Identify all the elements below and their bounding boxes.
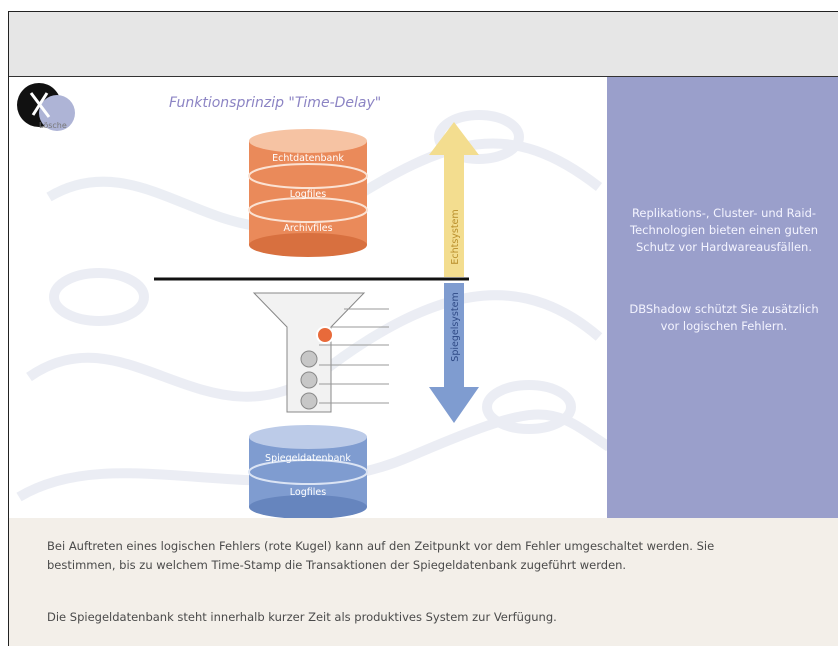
mirror-db-label-2: Logfiles: [290, 487, 326, 498]
logo-text: Lösche: [39, 121, 67, 130]
arrow-down-label: Spiegelsystem: [450, 292, 461, 361]
caption-area: Bei Auftreten eines logischen Fehlers (r…: [9, 518, 838, 646]
caption-paragraph-2: Die Spiegeldatenbank steht innerhalb kur…: [47, 610, 557, 624]
logo: [17, 83, 75, 131]
caption-paragraph-1: Bei Auftreten eines logischen Fehlers (r…: [47, 539, 715, 572]
diagram-canvas: Echtdatenbank Logfiles Archivfiles Echts…: [16, 83, 609, 518]
transaction-ball: [300, 371, 318, 389]
source-db-label-2: Logfiles: [290, 189, 326, 200]
source-db-label-1: Echtdatenbank: [272, 153, 344, 164]
side-text-dbshadow: DBShadow schützt Sie zusätzlich vor logi…: [629, 302, 819, 333]
transaction-ball: [300, 392, 318, 410]
error-ball: [316, 326, 334, 344]
mirror-db-label-1: Spiegeldatenbank: [265, 453, 351, 464]
timestamp-lines: [319, 308, 389, 404]
slide: Echtdatenbank Logfiles Archivfiles Echts…: [9, 77, 838, 518]
header-band: [9, 12, 838, 77]
slide-title: Funktionsprinzip "Time-Delay": [169, 95, 382, 111]
info-side-panel: Replikations-, Cluster- und Raid-Technol…: [607, 77, 838, 518]
arrow-up-label: Echtsystem: [450, 209, 461, 264]
transaction-ball: [300, 350, 318, 368]
arrow-down: [429, 283, 479, 423]
source-db-label-3: Archivfiles: [283, 223, 332, 234]
mirror-database: [248, 425, 368, 518]
window-frame: Echtdatenbank Logfiles Archivfiles Echts…: [8, 11, 838, 646]
source-database: [248, 129, 368, 257]
side-text-replication: Replikations-, Cluster- und Raid-Technol…: [630, 206, 818, 254]
arrow-up: [429, 122, 479, 277]
